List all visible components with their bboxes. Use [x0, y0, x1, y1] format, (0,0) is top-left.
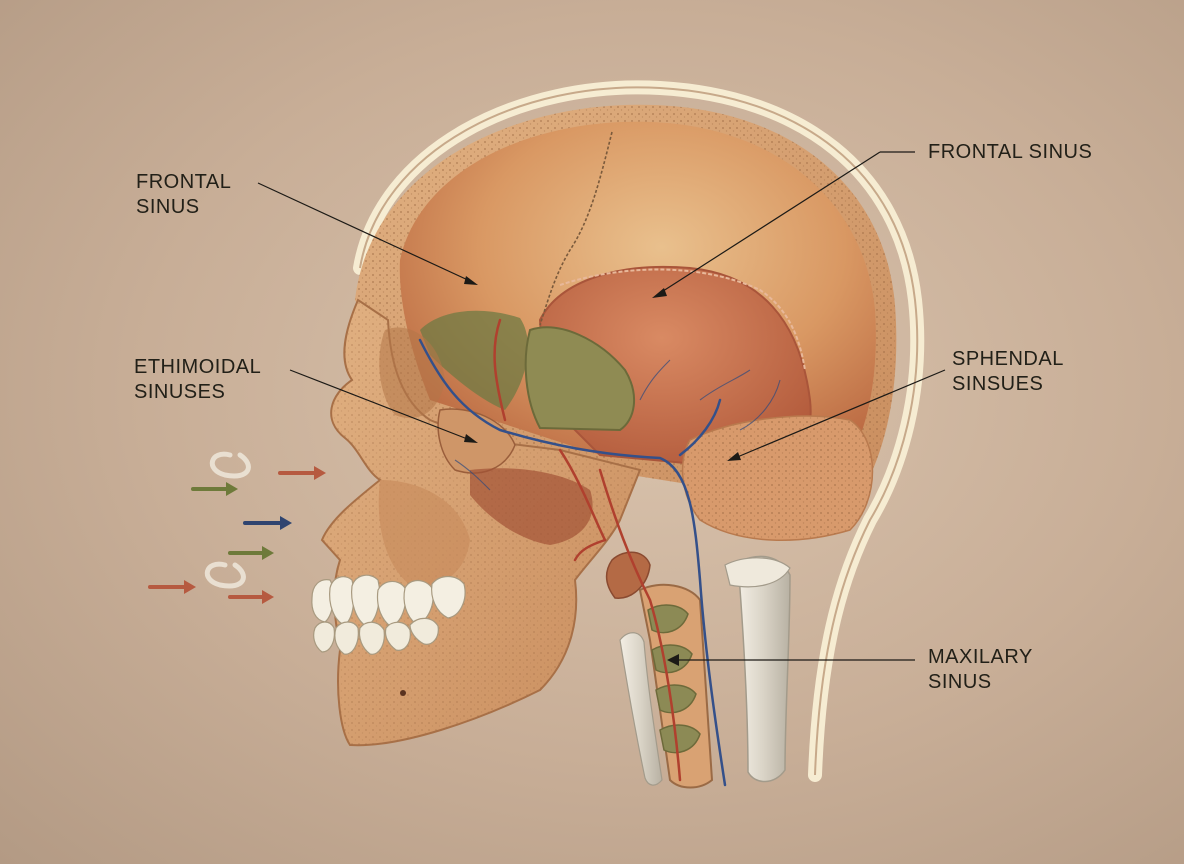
arrow-red-3 — [230, 590, 274, 604]
arrow-red-2 — [150, 580, 196, 594]
mental-foramen — [400, 690, 406, 696]
label-line: SPHENDAL — [952, 347, 1064, 372]
label-line: MAXILARY — [928, 645, 1033, 670]
label-line: FRONTAL — [136, 170, 231, 195]
airflow-swirls — [207, 454, 248, 586]
label-line: FRONTAL SINUS — [928, 140, 1092, 165]
label-ethmoidal-sinuses: ETHIMOIDAL SINUSES — [134, 355, 261, 405]
arrow-blue-1 — [245, 516, 292, 530]
label-line: SINUS — [928, 670, 1033, 695]
label-sphenoidal-sinuses: SPHENDAL SINSUES — [952, 347, 1064, 397]
label-line: ETHIMOIDAL — [134, 355, 261, 380]
label-frontal-sinus-right: FRONTAL SINUS — [928, 140, 1092, 165]
label-frontal-sinus-left: FRONTAL SINUS — [136, 170, 231, 220]
vertebral-body-large — [738, 556, 790, 781]
arrow-red-1 — [280, 466, 326, 480]
arrow-green-2 — [230, 546, 274, 560]
label-line: SINUS — [136, 195, 231, 220]
label-maxillary-sinus: MAXILARY SINUS — [928, 645, 1033, 695]
sphenoidal-texture — [683, 416, 873, 540]
label-line: SINSUES — [952, 372, 1064, 397]
label-line: SINUSES — [134, 380, 261, 405]
arrow-green-1 — [193, 482, 238, 496]
